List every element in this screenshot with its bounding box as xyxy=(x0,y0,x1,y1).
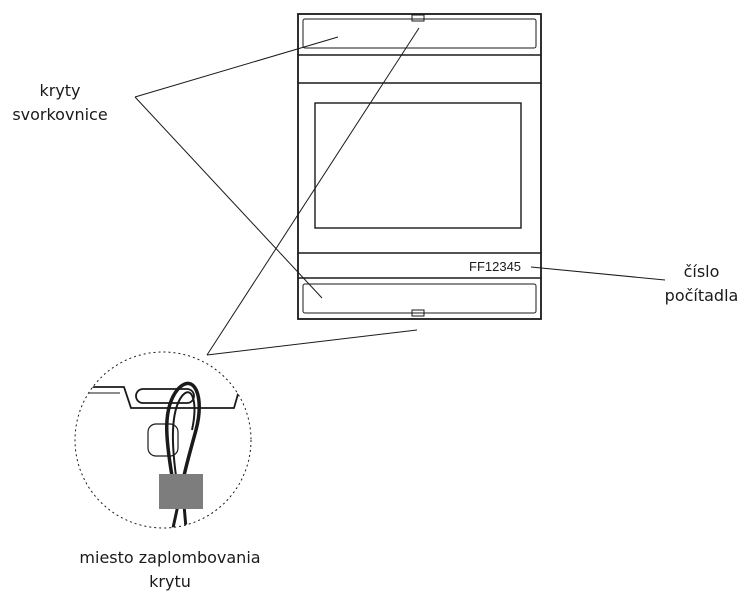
label-meter-number: číslo počítadla xyxy=(662,260,741,308)
meter-device xyxy=(297,13,542,320)
seal-wire xyxy=(165,381,201,477)
detail-circle xyxy=(74,351,252,529)
leader-lines xyxy=(134,27,666,356)
leader-line xyxy=(134,36,339,98)
label-meter-number-line1: číslo xyxy=(683,262,720,281)
seal-detail xyxy=(74,351,252,529)
seal-hole xyxy=(147,423,179,457)
meter-display xyxy=(314,102,522,229)
top-terminal-cover xyxy=(302,18,537,49)
meter-serial-number: FF12345 xyxy=(469,259,521,274)
seal-wire xyxy=(171,391,196,477)
lead-seal xyxy=(159,474,203,509)
bottom-terminal-cover xyxy=(302,283,537,314)
leader-line xyxy=(206,27,420,356)
label-terminal-covers-line1: kryty xyxy=(39,81,81,100)
leader-line xyxy=(530,266,666,281)
leader-line xyxy=(206,329,418,356)
label-seal-location-line2: krytu xyxy=(149,572,191,591)
meter-outer-frame xyxy=(297,13,542,320)
top-seal-notch xyxy=(411,14,425,22)
label-seal-location-line1: miesto zaplombovania xyxy=(79,548,261,567)
label-meter-number-line2: počítadla xyxy=(664,286,739,305)
label-seal-location: miesto zaplombovania krytu xyxy=(60,546,280,594)
leader-line xyxy=(134,96,323,299)
seal-slot xyxy=(135,388,195,404)
bottom-seal-notch xyxy=(411,309,425,317)
label-terminal-covers: kryty svorkovnice xyxy=(0,79,120,127)
label-terminal-covers-line2: svorkovnice xyxy=(12,105,108,124)
